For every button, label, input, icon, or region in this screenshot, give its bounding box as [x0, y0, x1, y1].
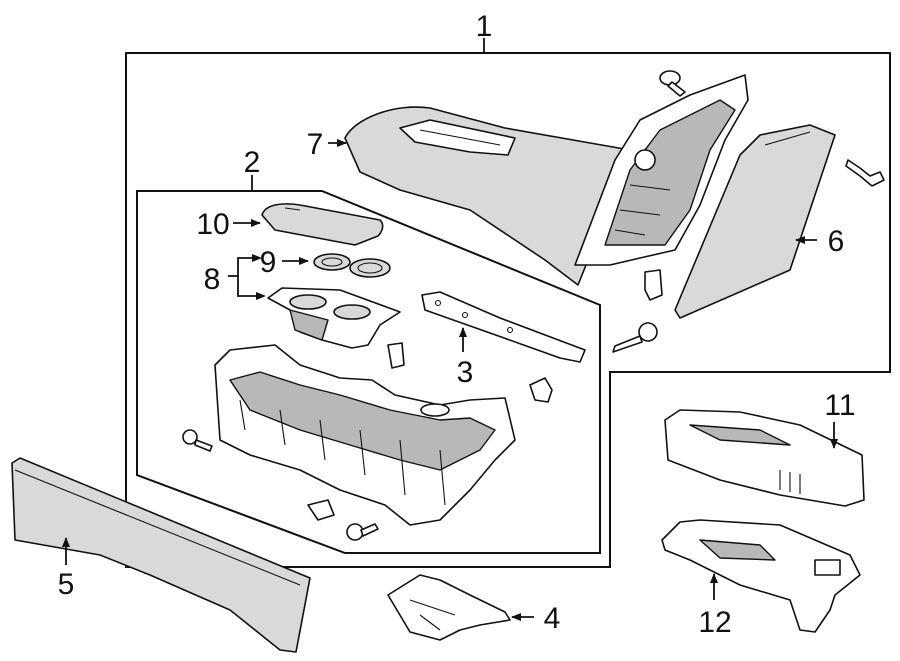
part-10-lid-pad	[261, 203, 384, 246]
leader-8-arrow-bottom	[256, 292, 266, 300]
part-5-side-trim	[11, 457, 311, 653]
callout-8: 8	[204, 263, 221, 296]
console-bracket	[214, 344, 516, 526]
assembly-2-frame	[136, 190, 601, 554]
clip-mid	[644, 269, 663, 301]
bolt-left	[182, 429, 213, 452]
callout-6: 6	[828, 225, 845, 258]
bolt-bottom	[346, 523, 379, 541]
callout-12: 12	[698, 606, 731, 639]
part-4-bracket	[387, 574, 511, 641]
screw-mid	[612, 322, 658, 353]
nut-bottom	[307, 499, 335, 521]
part-9-cup-liner	[313, 253, 391, 278]
part-7-console-trim	[344, 106, 641, 286]
leader-8-bracket	[237, 257, 262, 297]
callout-2: 2	[244, 146, 261, 179]
callout-5: 5	[58, 568, 75, 601]
callout-1: 1	[476, 10, 493, 43]
callout-10: 10	[196, 208, 229, 241]
callout-11: 11	[824, 389, 855, 422]
callout-4: 4	[544, 602, 561, 635]
screw-right	[845, 159, 885, 187]
screw-top	[659, 70, 686, 97]
callout-9: 9	[260, 246, 277, 279]
callout-3: 3	[457, 356, 474, 389]
clip-small	[387, 342, 405, 369]
callout-7: 7	[307, 128, 324, 161]
part-3-trim-strip	[421, 291, 586, 363]
part-11-module	[664, 409, 865, 507]
part-1-console-rear	[574, 74, 749, 266]
clip-right	[529, 377, 553, 403]
part-6-side-panel	[674, 124, 836, 319]
part-8-cup-holder	[267, 287, 401, 349]
leader-8-arrow-top	[252, 254, 262, 262]
assembly-1-frame	[125, 52, 891, 568]
part-12-tray	[661, 519, 861, 633]
